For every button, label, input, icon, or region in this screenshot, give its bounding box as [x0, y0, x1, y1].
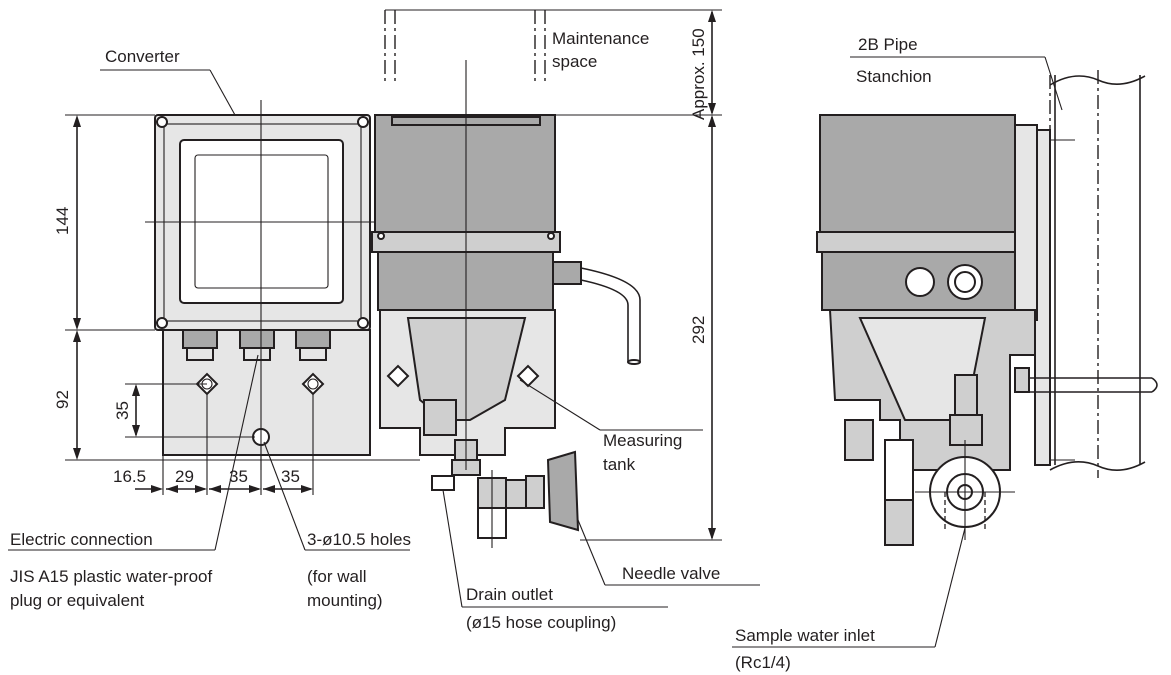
- label-measuring-line1: Measuring: [603, 431, 682, 450]
- converter-front-view: [145, 100, 380, 470]
- dimension-35-b: 35: [281, 467, 300, 486]
- label-holes-line1: 3-ø10.5 holes: [307, 530, 411, 549]
- dimension-144: 144: [53, 207, 72, 235]
- label-converter: Converter: [105, 47, 180, 66]
- label-holes-line2: (for wall: [307, 567, 367, 586]
- label-pipe-line1: 2B Pipe: [858, 35, 918, 54]
- label-measuring-line2: tank: [603, 455, 636, 474]
- dimension-lines: [65, 9, 722, 541]
- dimension-35-a: 35: [229, 467, 248, 486]
- label-sample-line1: Sample water inlet: [735, 626, 875, 645]
- leader-lines: [8, 56, 1063, 648]
- side-view: [816, 70, 1158, 546]
- dimension-29: 29: [175, 467, 194, 486]
- cable-glands: [182, 329, 331, 361]
- label-maintenance-line2: space: [552, 52, 597, 71]
- label-maintenance-line1: Maintenance: [552, 29, 649, 48]
- dimension-35-vertical: 35: [113, 401, 132, 420]
- measuring-tank-front-view: [371, 9, 641, 548]
- dimension-approx-150: Approx. 150: [689, 28, 708, 120]
- label-electric-title: Electric connection: [10, 530, 153, 549]
- label-holes-line3: mounting): [307, 591, 383, 610]
- label-pipe-line2: Stanchion: [856, 67, 932, 86]
- label-electric-desc1: JIS A15 plastic water-proof: [10, 567, 212, 586]
- dimension-292: 292: [689, 316, 708, 344]
- label-drain-line1: Drain outlet: [466, 585, 553, 604]
- label-drain-line2: (ø15 hose coupling): [466, 613, 616, 632]
- dimension-16-5: 16.5: [113, 467, 146, 486]
- dimension-92: 92: [53, 390, 72, 409]
- label-needle-valve: Needle valve: [622, 564, 720, 583]
- label-electric-desc2: plug or equivalent: [10, 591, 144, 610]
- label-sample-line2: (Rc1/4): [735, 653, 791, 672]
